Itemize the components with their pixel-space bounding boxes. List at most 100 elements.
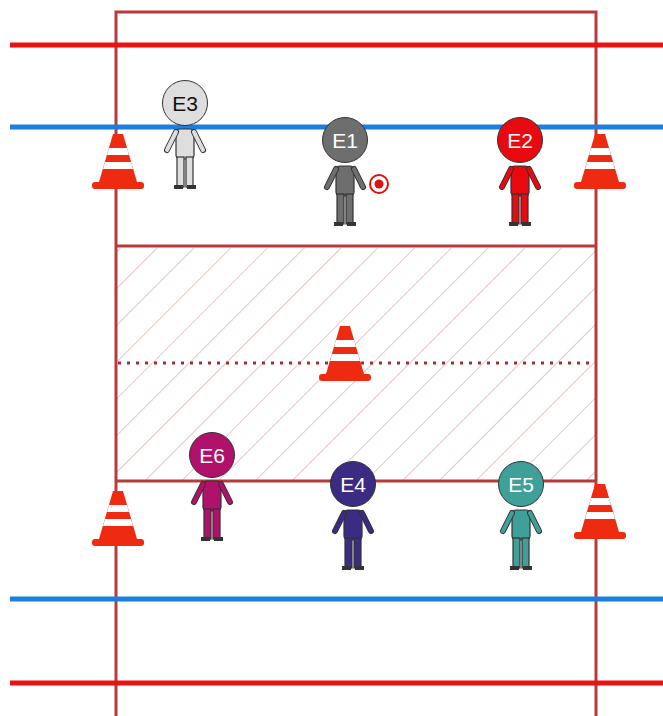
player-foot	[342, 566, 351, 570]
player-arm	[335, 513, 344, 531]
red-line	[10, 43, 663, 48]
player-arm	[194, 132, 203, 150]
player-leg	[204, 509, 211, 539]
cone-stripe	[585, 162, 615, 169]
cone-stripe	[334, 340, 356, 347]
player-torso	[511, 166, 529, 196]
cone-body	[99, 491, 137, 539]
cone-base	[574, 182, 626, 189]
cone-stripe	[103, 519, 133, 526]
cone-body	[581, 484, 619, 532]
field-outline	[116, 12, 596, 716]
player-torso	[344, 510, 362, 540]
player-leg	[186, 157, 193, 187]
cone-base	[319, 374, 371, 381]
player-foot	[347, 222, 356, 226]
player-figure	[503, 510, 539, 570]
player-foot	[510, 566, 519, 570]
player-arm	[530, 513, 539, 531]
cone-stripe	[585, 512, 615, 519]
ball	[375, 180, 384, 189]
player-foot	[187, 185, 196, 189]
player-leg	[521, 194, 528, 224]
player-figure	[167, 129, 203, 189]
player-foot	[214, 537, 223, 541]
player-figure	[502, 166, 538, 226]
player-torso	[176, 129, 194, 159]
player-leg	[512, 194, 519, 224]
player-arm	[362, 513, 371, 531]
player-label: E1	[332, 130, 358, 151]
player-arm	[362, 513, 371, 531]
player-leg	[337, 194, 344, 224]
player-head: E2	[497, 117, 543, 163]
player-head: E6	[189, 432, 235, 478]
zone-line	[116, 245, 596, 248]
player-arm	[194, 484, 203, 502]
player-arm	[194, 132, 203, 150]
player-leg	[345, 538, 352, 568]
player-arm	[529, 169, 538, 187]
player-leg	[177, 157, 184, 187]
ball	[370, 175, 388, 193]
player-arm	[335, 513, 344, 531]
player-arm	[354, 169, 363, 187]
cone-stripe	[103, 162, 133, 169]
cone-stripe	[107, 148, 129, 155]
player-label: E4	[340, 474, 366, 495]
hatched-zone	[117, 248, 595, 480]
player-arm	[327, 169, 336, 187]
player-arm	[167, 132, 176, 150]
player-arm	[502, 169, 511, 187]
player-head: E1	[322, 117, 368, 163]
player-arm	[221, 484, 230, 502]
player-foot	[174, 185, 183, 189]
player-label: E3	[172, 93, 198, 114]
cone-body	[326, 326, 364, 374]
player-head: E4	[330, 461, 376, 507]
cone-body	[581, 134, 619, 182]
player-arm	[503, 513, 512, 531]
player-label: E6	[199, 445, 225, 466]
player-leg	[513, 538, 520, 568]
player-leg	[213, 509, 220, 539]
player-foot	[334, 222, 343, 226]
cone-base	[574, 532, 626, 539]
cone-stripe	[589, 498, 611, 505]
player-label: E2	[507, 130, 533, 151]
player-torso	[336, 166, 354, 196]
blue-line	[10, 597, 663, 602]
player-figure	[335, 510, 371, 570]
player-arm	[167, 132, 176, 150]
player-arm	[194, 484, 203, 502]
player-foot	[523, 566, 532, 570]
player-figure	[327, 166, 363, 226]
red-line	[10, 681, 663, 686]
cone-stripe	[589, 148, 611, 155]
player-head: E3	[162, 80, 208, 126]
player-head: E5	[498, 461, 544, 507]
player-foot	[522, 222, 531, 226]
player-torso	[203, 481, 221, 511]
player-arm	[502, 169, 511, 187]
player-arm	[327, 169, 336, 187]
player-arm	[354, 169, 363, 187]
player-foot	[355, 566, 364, 570]
player-leg	[354, 538, 361, 568]
player-label: E5	[508, 474, 534, 495]
player-torso	[512, 510, 530, 540]
player-foot	[509, 222, 518, 226]
cone-stripe	[107, 505, 129, 512]
player-arm	[530, 513, 539, 531]
player-figure	[194, 481, 230, 541]
cone-base	[92, 539, 144, 546]
player-foot	[201, 537, 210, 541]
player-leg	[522, 538, 529, 568]
player-arm	[503, 513, 512, 531]
cone-base	[92, 182, 144, 189]
player-arm	[529, 169, 538, 187]
cone-stripe	[330, 354, 360, 361]
player-arm	[221, 484, 230, 502]
cone-body	[99, 134, 137, 182]
